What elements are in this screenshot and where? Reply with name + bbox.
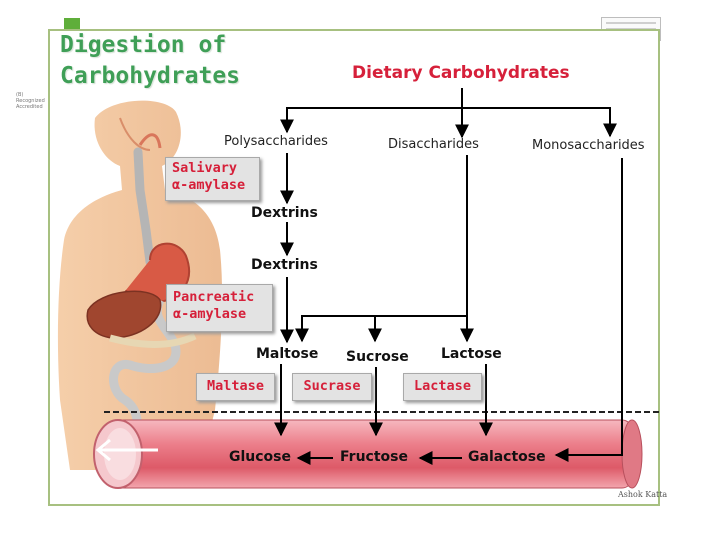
polysaccharides-label: Polysaccharides xyxy=(224,134,328,149)
monosaccharides-label: Monosaccharides xyxy=(532,138,645,153)
pancreatic-amylase-enzyme: Pancreatic α-amylase xyxy=(166,284,273,332)
glucose-label: Glucose xyxy=(229,449,292,465)
fructose-label: Fructose xyxy=(340,449,408,465)
dietary-carbohydrates-label: Dietary Carbohydrates xyxy=(352,63,570,83)
page-title: Digestion of Carbohydrates xyxy=(60,32,241,89)
blood-vessel xyxy=(93,419,643,489)
maltose-label: Maltose xyxy=(256,346,319,362)
galactose-label: Galactose xyxy=(468,449,546,465)
maltase-enzyme: Maltase xyxy=(196,373,275,401)
author-credit: Ashok Katta xyxy=(618,490,668,499)
dextrins-label-2: Dextrins xyxy=(251,257,318,273)
sucrose-label: Sucrose xyxy=(346,349,409,365)
lactose-label: Lactose xyxy=(441,346,502,362)
connector-lines xyxy=(274,88,623,465)
flow-direction-arrow xyxy=(95,438,158,462)
sucrase-enzyme: Sucrase xyxy=(292,373,372,401)
lactase-enzyme: Lactase xyxy=(403,373,482,401)
dextrins-label: Dextrins xyxy=(251,205,318,221)
disaccharides-label: Disaccharides xyxy=(388,137,479,152)
salivary-amylase-enzyme: Salivary α-amylase xyxy=(165,157,260,201)
